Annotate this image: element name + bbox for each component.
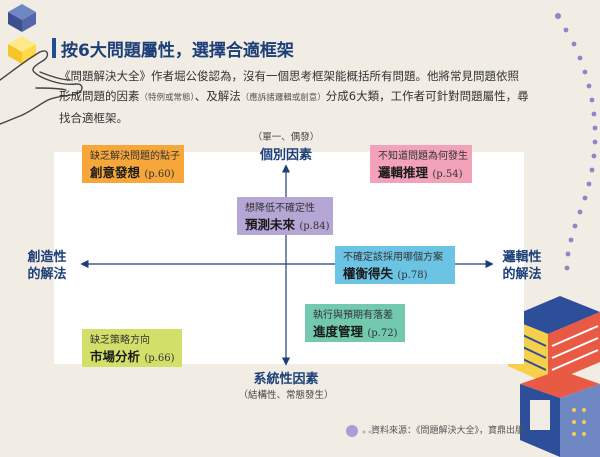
box-name: 市場分析 <box>90 349 140 364</box>
box-description: 缺乏解決問題的點子 <box>90 150 176 164</box>
axis-left-line2: 的解法 <box>20 266 74 283</box>
box-page: (p.54) <box>432 169 462 180</box>
box-page: (p.60) <box>144 169 174 180</box>
box-name: 邏輯推理 <box>378 165 428 180</box>
box-description: 想降低不確定性 <box>245 202 325 216</box>
axis-right-line2: 的解法 <box>494 266 550 283</box>
axis-right-label: 邏輯性 的解法 <box>494 249 550 283</box>
box-description: 缺乏策略方向 <box>90 334 174 348</box>
box-title: 邏輯推理 (p.54) <box>378 164 464 184</box>
framework-box-forecasting: 想降低不確定性 預測未來 (p.84) <box>237 197 333 235</box>
box-title: 權衡得失 (p.78) <box>343 265 447 285</box>
framework-box-tradeoff: 不確定該採用哪個方案 權衡得失 (p.78) <box>335 246 455 284</box>
box-page: (p.66) <box>144 353 174 364</box>
framework-box-progress-management: 執行與預期有落差 進度管理 (p.72) <box>305 304 405 342</box>
box-title: 創意發想 (p.60) <box>90 164 176 184</box>
framework-box-market-analysis: 缺乏策略方向 市場分析 (p.66) <box>82 329 182 367</box>
box-title: 進度管理 (p.72) <box>313 323 397 343</box>
box-name: 權衡得失 <box>343 266 393 281</box>
axis-left-label: 創造性 的解法 <box>20 249 74 283</box>
axis-left-line1: 創造性 <box>20 249 74 266</box>
box-page: (p.84) <box>299 221 329 232</box>
box-title: 市場分析 (p.66) <box>90 348 174 368</box>
box-page: (p.72) <box>367 328 397 339</box>
box-description: 執行與預期有落差 <box>313 309 397 323</box>
box-description: 不知道問題為何發生 <box>378 150 464 164</box>
axis-top-sublabel: （單一、偶發） <box>236 129 336 143</box>
framework-box-creative-ideation: 缺乏解決問題的點子 創意發想 (p.60) <box>82 145 184 183</box>
box-title: 預測未來 (p.84) <box>245 216 325 236</box>
axis-top-label: 個別因素 <box>236 144 336 163</box>
source-credit: 資料來源：《問題解決大全》，寶鼎出版 <box>371 423 524 436</box>
framework-box-logical-reasoning: 不知道問題為何發生 邏輯推理 (p.54) <box>370 145 472 183</box>
axis-right-line1: 邏輯性 <box>494 249 550 266</box>
box-name: 創意發想 <box>90 165 140 180</box>
box-page: (p.78) <box>397 270 427 281</box>
box-name: 進度管理 <box>313 324 363 339</box>
axis-bottom-label: 系統性因素 <box>226 368 346 387</box>
box-description: 不確定該採用哪個方案 <box>343 251 447 265</box>
box-name: 預測未來 <box>245 217 295 232</box>
axis-bottom-sublabel: （結構性、常態發生） <box>226 387 346 401</box>
